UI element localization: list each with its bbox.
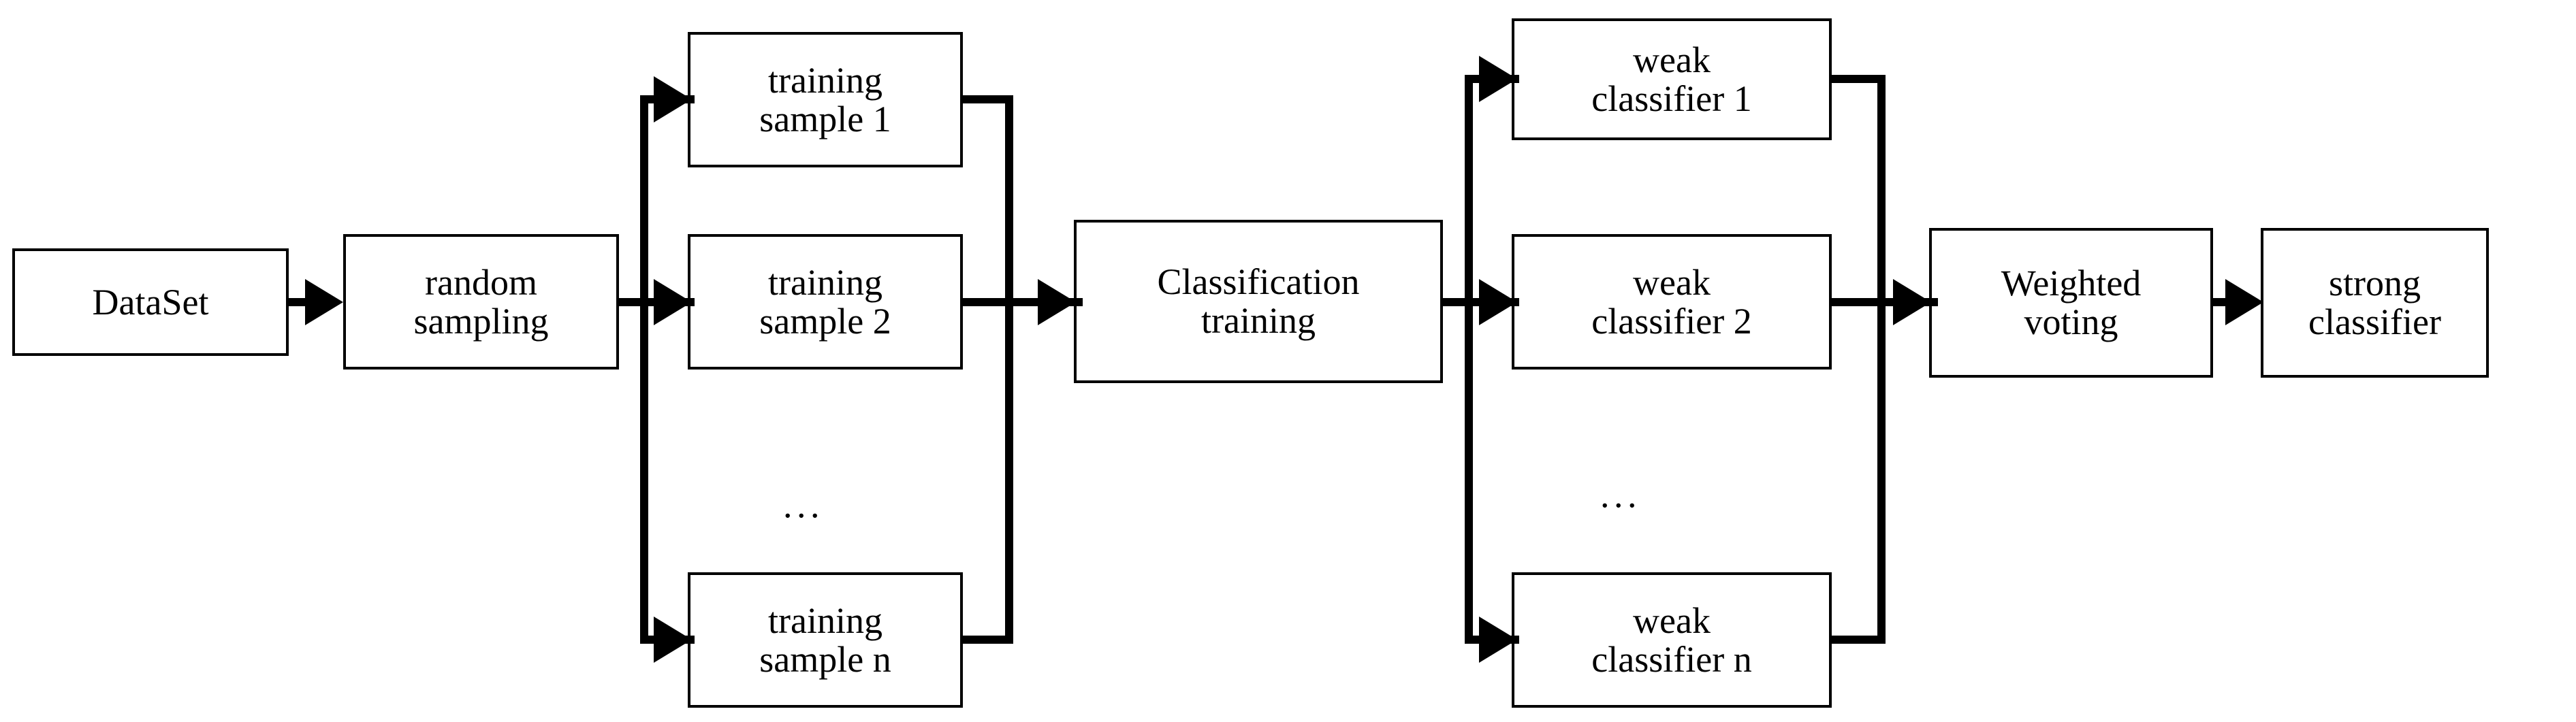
edge-training-n-to-collection-bus-line <box>960 636 1013 644</box>
edge-weighted-voting-to-strong-arrowhead <box>2225 279 2263 325</box>
node-dataset: DataSet <box>12 248 289 356</box>
node-weak-classifier-1-line-2: classifier 1 <box>1591 78 1752 119</box>
edge-bus-to-weak-1-arrowhead <box>1479 56 1517 102</box>
edge-weak-1-to-collection-bus-line <box>1829 75 1886 83</box>
node-weighted-voting: Weighted voting <box>1929 228 2213 378</box>
edge-bus-to-training-2-arrowhead <box>654 279 692 325</box>
training-samples-ellipsis: ... <box>783 485 824 525</box>
node-strong-classifier-line-2: classifier <box>2308 301 2441 342</box>
node-training-sample-n-line-1: training <box>768 600 882 641</box>
node-training-sample-1-line-1: training <box>768 59 882 101</box>
edge-training-1-to-collection-bus-line <box>960 95 1013 103</box>
node-weak-classifier-n-line-2: classifier n <box>1591 638 1752 680</box>
edge-bus-to-training-1-arrowhead <box>654 76 692 122</box>
node-classification-training-line-2: training <box>1201 300 1316 341</box>
node-training-sample-1: training sample 1 <box>688 32 963 167</box>
node-random-sampling-line-2: sampling <box>413 300 549 342</box>
node-training-sample-2-line-2: sample 2 <box>759 300 891 342</box>
training-collection-bus <box>1005 95 1013 641</box>
edge-bus-to-weak-2-arrowhead <box>1479 279 1517 325</box>
weak-collection-bus <box>1877 75 1886 641</box>
node-weak-classifier-1-line-1: weak <box>1633 39 1711 80</box>
node-weak-classifier-n-line-1: weak <box>1633 600 1711 641</box>
node-training-sample-2-line-1: training <box>768 261 882 303</box>
node-weak-classifier-1: weak classifier 1 <box>1512 18 1832 140</box>
node-random-sampling-line-1: random <box>425 261 537 303</box>
node-training-sample-n: training sample n <box>688 572 963 708</box>
training-distribution-bus <box>640 95 648 641</box>
node-random-sampling: random sampling <box>343 234 619 370</box>
edge-weak-n-to-collection-bus-line <box>1829 636 1886 644</box>
node-weak-classifier-n: weak classifier n <box>1512 572 1832 708</box>
node-weighted-voting-line-2: voting <box>2024 301 2118 342</box>
edge-collection-bus-to-weighted-voting-arrowhead <box>1893 279 1931 325</box>
edge-dataset-to-random-sampling-arrowhead <box>305 279 343 325</box>
node-dataset-line-1: DataSet <box>92 281 209 323</box>
edge-bus-to-training-n-arrowhead <box>654 617 692 663</box>
node-weak-classifier-2: weak classifier 2 <box>1512 234 1832 370</box>
weak-classifiers-ellipsis: ... <box>1600 474 1641 515</box>
weak-distribution-bus <box>1465 75 1473 641</box>
node-training-sample-1-line-2: sample 1 <box>759 98 891 140</box>
node-training-sample-n-line-2: sample n <box>759 638 891 680</box>
node-weak-classifier-2-line-2: classifier 2 <box>1591 300 1752 342</box>
node-weighted-voting-line-1: Weighted <box>2001 263 2142 304</box>
node-weak-classifier-2-line-1: weak <box>1633 261 1711 303</box>
node-training-sample-2: training sample 2 <box>688 234 963 370</box>
node-classification-training: Classification training <box>1074 220 1443 383</box>
edge-bus-to-weak-n-arrowhead <box>1479 617 1517 663</box>
node-classification-training-line-1: Classification <box>1157 261 1360 303</box>
node-strong-classifier: strong classifier <box>2261 228 2489 378</box>
edge-collection-bus-to-classification-arrowhead <box>1038 279 1076 325</box>
node-strong-classifier-line-1: strong <box>2329 263 2421 304</box>
